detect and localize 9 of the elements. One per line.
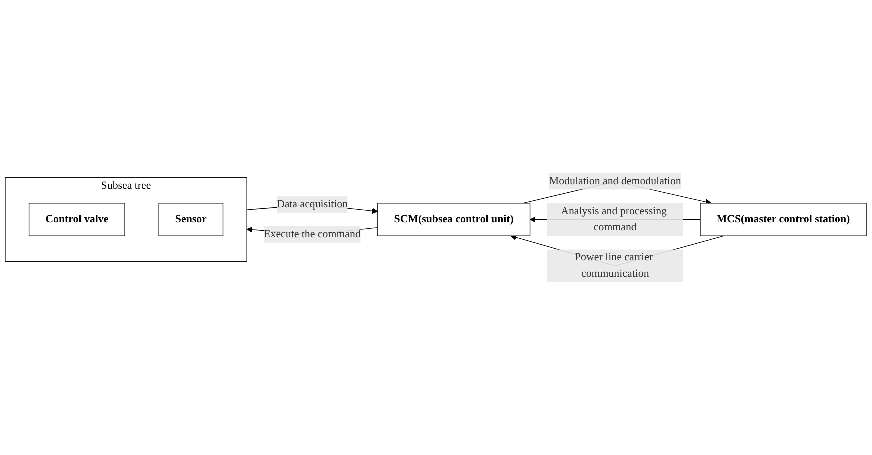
node-box: Sensor	[158, 202, 224, 236]
edge-label: Power line carrier communication	[575, 251, 654, 280]
edge-label: Data acquisition	[276, 198, 348, 210]
node-box: Control valve	[28, 202, 126, 236]
edge-label: Execute the command	[264, 228, 361, 240]
node-box: MCS(master control station)	[700, 202, 867, 236]
edge-label: Analysis and processing command	[561, 205, 667, 233]
edge-label: Modulation and demodulation	[549, 175, 682, 187]
node-box: SCM(subsea control unit)	[378, 202, 531, 236]
